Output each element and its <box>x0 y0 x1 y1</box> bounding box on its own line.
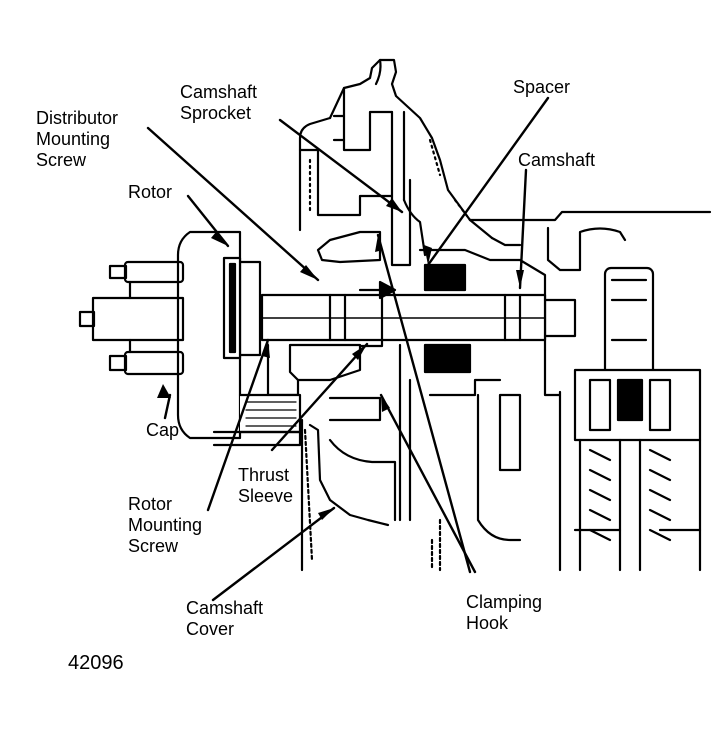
pump-plunger <box>573 266 702 572</box>
arrow-heads <box>157 198 524 520</box>
lower-housing <box>212 343 562 572</box>
rotor <box>222 256 262 360</box>
label-camshaft-cover: Camshaft Cover <box>186 598 264 639</box>
label-distributor-mounting-screw: Distributor Mounting Screw <box>36 108 119 170</box>
label-clamping-hook: Clamping Hook <box>466 592 543 633</box>
label-spacer: Spacer <box>513 77 571 97</box>
housing <box>298 58 712 352</box>
leader-lines <box>146 96 550 602</box>
figure-code: 42096 <box>68 652 124 674</box>
label-rotor-mounting-screw: Rotor Mounting Screw <box>128 494 203 556</box>
cap <box>78 230 242 440</box>
label-thrust-sleeve: Thrust Sleeve <box>238 465 294 506</box>
label-camshaft-sprocket: Camshaft Sprocket <box>180 82 258 123</box>
label-cap: Cap <box>146 420 180 440</box>
label-camshaft: Camshaft <box>518 150 596 170</box>
camshaft-shaft <box>260 288 577 348</box>
label-rotor: Rotor <box>128 182 173 202</box>
